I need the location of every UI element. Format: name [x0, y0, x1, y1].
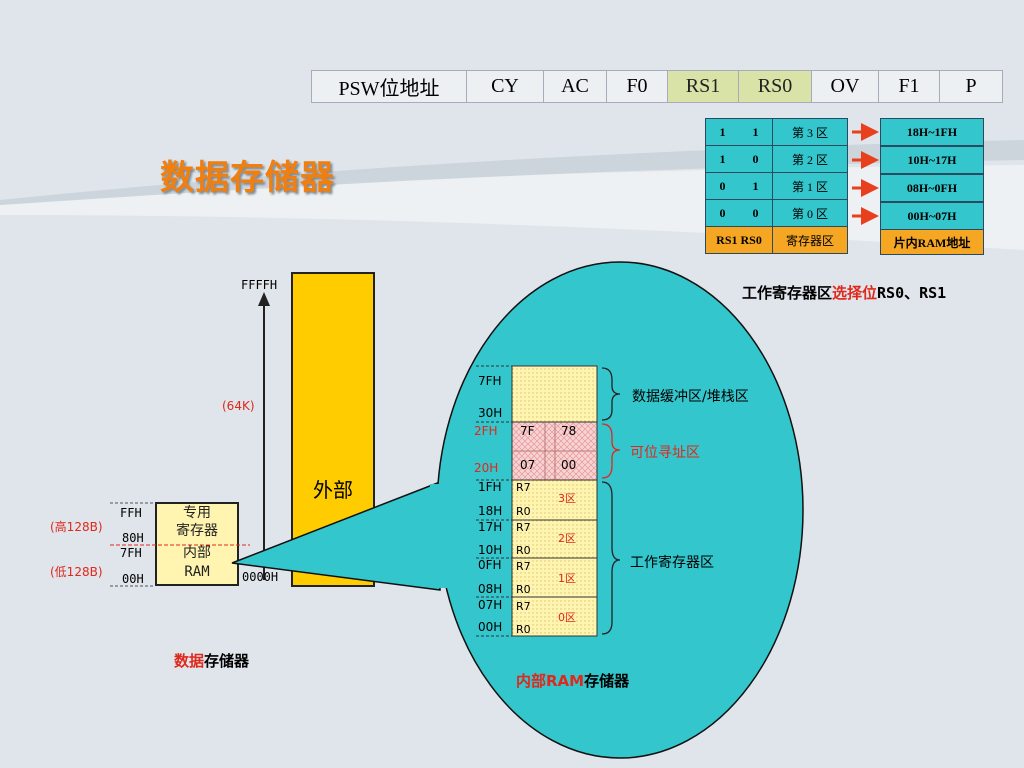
addr-00h: 00H [122, 572, 144, 586]
psw-bit-cy: CY [466, 70, 544, 103]
page-title: 数据存储器 [160, 158, 335, 198]
internal-ram-label: 内部 RAM [155, 545, 239, 581]
bank-footer-name: 寄存器区 [772, 226, 848, 254]
bank2-bottom-addr: 10H [478, 543, 503, 557]
working-register-label: 工作寄存器区 [630, 555, 714, 571]
bottom-address: 0000H [242, 570, 279, 584]
data-memory-caption: 数据存储器 [174, 650, 249, 671]
size-label: (64K) [222, 399, 255, 413]
psw-bit-ov: OV [811, 70, 879, 103]
bank-arrows [852, 123, 879, 225]
caption-highlight: 选择位 [832, 284, 878, 302]
external-memory-label: 外部 [313, 480, 353, 502]
bank-range-2: 10H~17H [880, 146, 984, 174]
bank-name-0: 第 0 区 [772, 199, 848, 227]
bank1-r0: R0 [516, 583, 531, 596]
internal-memory-block [155, 502, 239, 586]
top-address: FFFFH [241, 278, 278, 292]
rs1-value: 0 [719, 205, 726, 220]
bank3-bottom-addr: 18H [478, 504, 503, 518]
internal-dividers [110, 502, 250, 587]
bank3-top-addr: 1FH [478, 480, 502, 494]
bank-name-2: 第 2 区 [772, 145, 848, 173]
rs0-value: 0 [752, 151, 759, 166]
bank3-r7: R7 [516, 481, 531, 494]
bank2-r0: R0 [516, 544, 531, 557]
bank2-r7: R7 [516, 521, 531, 534]
psw-bit-f0: F0 [606, 70, 668, 103]
rs0-value: 1 [752, 124, 759, 139]
addr-80h: 80H [122, 531, 144, 545]
ram-addr-7fh: 7FH [478, 374, 502, 388]
special-label-line1: 专用 [183, 506, 211, 521]
bank1-bottom-addr: 08H [478, 582, 503, 596]
addr-ffh: FFH [120, 506, 142, 520]
psw-bit-ac: AC [543, 70, 607, 103]
rs1-value: 1 [719, 151, 726, 166]
ram-addr-20h: 20H [474, 461, 499, 475]
ram-label-line2: RAM [184, 564, 210, 580]
addr-7fh: 7FH [120, 546, 142, 560]
caption-suffix: RS0、RS1 [877, 284, 947, 302]
bit-addr-07: 07 [520, 458, 536, 472]
bank-range-0: 00H~07H [880, 202, 984, 230]
internal-ram-caption: 内部RAM存储器 [516, 670, 629, 691]
bank-name-1: 第 1 区 [772, 172, 848, 200]
psw-bit-table: PSW位地址 CY AC F0 RS1 RS0 OV F1 P [311, 70, 1003, 103]
bank0-name: 0区 [558, 611, 576, 624]
ram-caption-red: 内部RAM [516, 672, 585, 690]
ram-caption-black: 存储器 [584, 672, 630, 690]
bit-addressable-label: 可位寻址区 [630, 445, 700, 461]
bank0-r7: R7 [516, 600, 531, 613]
bank2-top-addr: 17H [478, 520, 503, 534]
bank1-top-addr: 0FH [478, 558, 502, 572]
ram-addr-30h: 30H [478, 406, 503, 420]
low-128b-label: (低128B) [50, 565, 103, 579]
bank-range-1: 08H~0FH [880, 174, 984, 202]
bit-addr-00: 00 [561, 458, 577, 472]
bank0-top-addr: 07H [478, 598, 503, 612]
caption-prefix: 工作寄存器区 [742, 284, 833, 302]
bank-table-caption: 工作寄存器区选择位RS0、RS1 [742, 282, 946, 303]
bank-footer-range: 片内RAM地址 [880, 229, 984, 255]
caption-red-part: 数据 [174, 652, 205, 670]
rs0-value: 0 [752, 205, 759, 220]
bank0-bottom-addr: 00H [478, 620, 503, 634]
rs1-value: 0 [719, 178, 726, 193]
high-128b-label: (高128B) [50, 520, 103, 534]
psw-header: PSW位地址 [311, 70, 467, 103]
bank-range-3: 18H~1FH [880, 118, 984, 146]
bank2-name: 2区 [558, 532, 576, 545]
caption-black-part: 存储器 [204, 652, 250, 670]
bank0-r0: R0 [516, 623, 531, 636]
psw-bit-rs1: RS1 [667, 70, 739, 103]
range-arrow [258, 292, 270, 580]
bank-footer-bits: RS1 RS0 [705, 226, 773, 254]
rs1-value: 1 [719, 124, 726, 139]
special-register-label: 专用 寄存器 [155, 505, 239, 541]
buffer-stack-label: 数据缓冲区/堆栈区 [632, 389, 749, 405]
bank1-name: 1区 [558, 572, 576, 585]
psw-bit-p: P [939, 70, 1003, 103]
bank1-r7: R7 [516, 560, 531, 573]
ram-label-line1: 内部 [183, 546, 211, 561]
bit-addr-78: 78 [561, 424, 577, 438]
psw-bit-f1: F1 [878, 70, 940, 103]
bank3-name: 3区 [558, 492, 576, 505]
bit-addr-7f: 7F [520, 424, 535, 438]
rs0-value: 1 [752, 178, 759, 193]
bank3-r0: R0 [516, 505, 531, 518]
ram-addr-2fh: 2FH [474, 424, 498, 438]
special-label-line2: 寄存器 [176, 524, 218, 539]
